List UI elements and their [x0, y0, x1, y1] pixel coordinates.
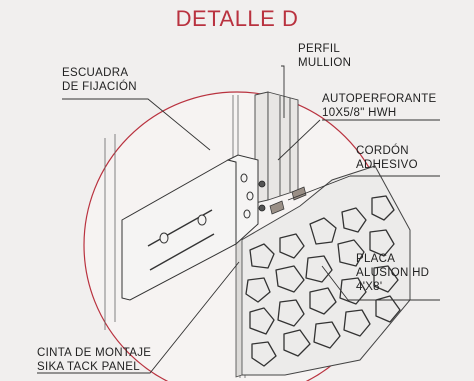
label-placa-line3: 4'X8'	[356, 281, 383, 293]
label-escuadra-line1: ESCUADRA	[62, 67, 129, 79]
label-cordon-line1: CORDÓN	[356, 145, 409, 157]
label-cordon: CORDÓN ADHESIVO	[356, 144, 418, 172]
label-placa-line1: PLACA	[356, 253, 396, 265]
label-autoperforante-line1: AUTOPERFORANTE	[322, 93, 437, 105]
fixing-bracket	[121, 154, 259, 301]
detail-title: DETALLE D	[175, 6, 299, 31]
label-cinta: CINTA DE MONTAJE SIKA TACK PANEL	[37, 346, 151, 374]
mounting-tape	[235, 237, 243, 378]
label-autoperforante-line2: 10X5/8" HWH	[322, 107, 397, 119]
label-perfil-line1: PERFIL	[298, 43, 341, 55]
label-escuadra-line2: DE FIJACIÓN	[62, 81, 137, 93]
label-cinta-line2: SIKA TACK PANEL	[37, 361, 140, 373]
label-autoperforante: AUTOPERFORANTE 10X5/8" HWH	[322, 92, 437, 120]
label-perfil: PERFIL MULLION	[298, 42, 351, 70]
label-placa: PLACA ALUSION HD 4'X8'	[356, 252, 429, 294]
label-escuadra: ESCUADRA DE FIJACIÓN	[62, 66, 137, 94]
stone-panel	[237, 165, 411, 376]
label-placa-line2: ALUSION HD	[356, 267, 430, 279]
label-cordon-line2: ADHESIVO	[356, 159, 418, 171]
label-cinta-line1: CINTA DE MONTAJE	[37, 347, 152, 359]
self-drilling-screws	[258, 180, 266, 212]
label-perfil-line2: MULLION	[298, 57, 352, 69]
leader-lines	[37, 65, 440, 374]
